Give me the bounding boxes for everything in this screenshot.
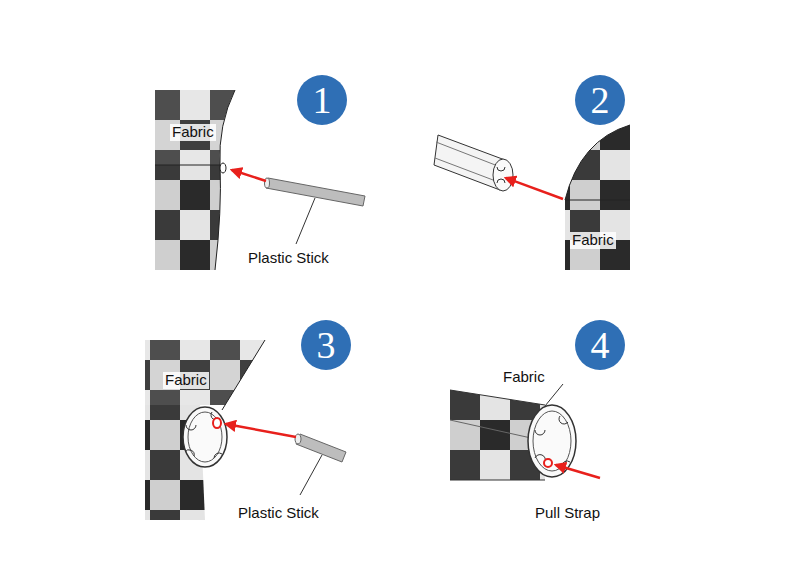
part-label: Fabric [163,372,209,389]
part-label: Fabric [570,232,616,249]
step-number: 2 [591,81,610,119]
step-number-circle: 1 [297,75,347,125]
part-label: Fabric [503,369,545,386]
step-number: 1 [313,81,332,119]
part-label: Pull Strap [535,505,600,522]
part-label: Plastic Stick [238,505,319,522]
part-label: Fabric [170,124,216,141]
step-number-circle: 4 [575,320,625,370]
part-label: Plastic Stick [248,250,329,267]
step-number-circle: 2 [575,75,625,125]
step-number: 3 [317,326,336,364]
step-number: 4 [591,326,610,364]
step-number-circle: 3 [301,320,351,370]
